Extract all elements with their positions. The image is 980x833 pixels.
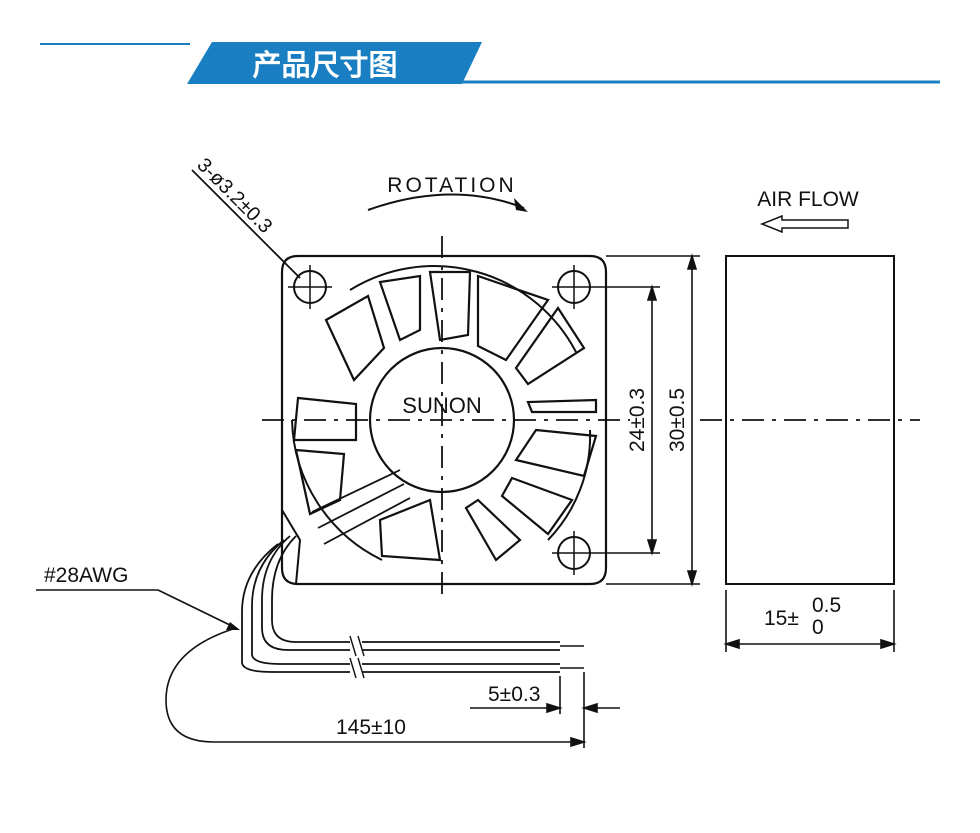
hole-spacing-dimension: 24±0.3 bbox=[626, 388, 649, 452]
fan-blade bbox=[514, 306, 586, 386]
fan-blade bbox=[428, 270, 472, 342]
thickness-tol-lower: 0 bbox=[812, 616, 824, 639]
fan-shroud bbox=[349, 265, 577, 353]
lead-wire bbox=[261, 535, 350, 651]
fan-front-view bbox=[280, 254, 608, 586]
wire-gauge-label: #28AWG bbox=[44, 564, 128, 587]
rotation-arrowhead bbox=[514, 198, 528, 212]
fan-blade bbox=[500, 476, 574, 536]
rotation-indicator: ROTATION bbox=[367, 174, 528, 212]
hole-spec-label: 3-ø3.2±0.3 bbox=[192, 154, 276, 238]
fan-blade bbox=[526, 398, 598, 414]
fan-blade bbox=[324, 294, 386, 382]
fan-side-view: AIR FLOW 15± 0.5 0 bbox=[723, 188, 897, 652]
wire-channel-edge bbox=[281, 509, 302, 585]
lead-wires bbox=[241, 535, 584, 679]
dimension-lead-length bbox=[165, 627, 587, 748]
wire-break bbox=[349, 635, 365, 679]
wire-channel bbox=[311, 469, 411, 545]
fan-shroud-right bbox=[547, 429, 592, 541]
strip-length-dimension: 5±0.3 bbox=[488, 683, 540, 706]
wire-gauge-arrowhead bbox=[226, 622, 240, 630]
fan-shroud-lower bbox=[291, 419, 383, 561]
rotation-arrow bbox=[367, 193, 525, 211]
lead-wire bbox=[271, 535, 350, 643]
dimension-frame-size bbox=[606, 253, 700, 587]
fan-blade bbox=[464, 498, 522, 562]
frame-size-dimension: 30±0.5 bbox=[666, 388, 689, 452]
fan-frame bbox=[280, 254, 608, 586]
fan-blade bbox=[294, 448, 346, 516]
rotation-label: ROTATION bbox=[387, 174, 516, 197]
fan-blade bbox=[378, 274, 422, 342]
wire-strip bbox=[560, 645, 584, 669]
centerlines bbox=[262, 236, 920, 602]
brand-label: SUNON bbox=[402, 393, 481, 418]
airflow-label: AIR FLOW bbox=[757, 188, 859, 211]
lead-wire bbox=[251, 539, 350, 665]
lead-length-dimension: 145±10 bbox=[336, 716, 406, 739]
thickness-dimension: 15± bbox=[764, 607, 799, 630]
fan-blade bbox=[292, 396, 358, 442]
header-tag bbox=[187, 42, 482, 84]
fan-blade bbox=[514, 428, 598, 478]
thickness-tol-upper: 0.5 bbox=[812, 594, 841, 617]
lead-wire bbox=[241, 543, 350, 673]
section-header: 产品尺寸图 bbox=[40, 42, 940, 84]
dimension-hole-spacing bbox=[596, 284, 660, 556]
side-view-body bbox=[725, 255, 895, 585]
wire-gauge-leader bbox=[157, 589, 237, 629]
hole-spec: 3-ø3.2±0.3 bbox=[191, 154, 301, 279]
hole-crosshair bbox=[288, 265, 596, 575]
hole-spec-leader bbox=[191, 169, 301, 279]
airflow-arrow bbox=[759, 214, 849, 234]
fan-blade bbox=[378, 498, 442, 562]
lead-wire-far bbox=[362, 641, 560, 673]
dimension-strip-length bbox=[470, 672, 620, 748]
page-title: 产品尺寸图 bbox=[252, 48, 397, 82]
mounting-holes bbox=[288, 265, 596, 575]
fan-blade bbox=[476, 274, 550, 362]
wire-gauge-callout: #28AWG bbox=[36, 564, 240, 630]
